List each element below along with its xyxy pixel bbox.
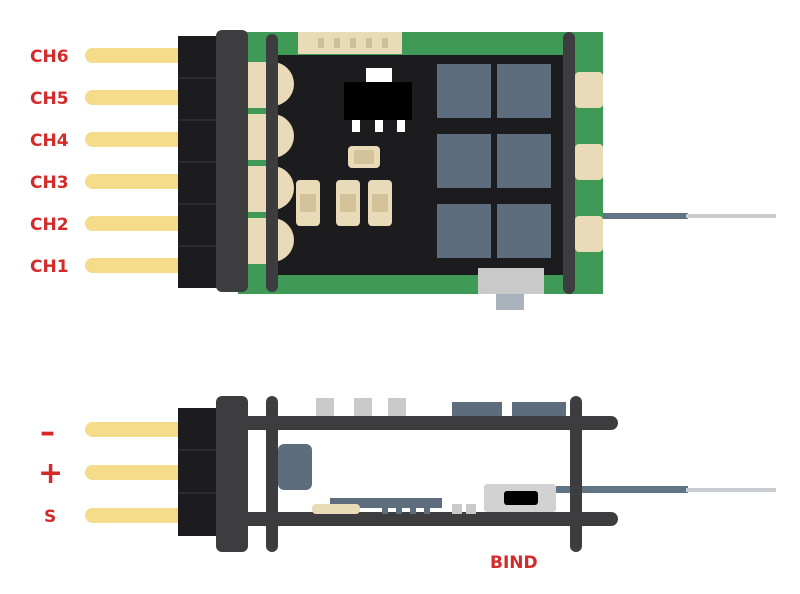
label-ch3: CH3 — [30, 173, 69, 193]
grey-pad-grid — [437, 64, 551, 258]
side-top-components — [316, 398, 406, 416]
power-pins — [85, 422, 195, 523]
top-view: CH6 CH5 CH4 CH3 CH2 CH1 — [30, 30, 776, 310]
antenna-thin-top — [686, 214, 776, 218]
channel-pins — [85, 48, 195, 273]
pin-ch6 — [85, 48, 195, 63]
right-pads — [575, 72, 603, 252]
side-grey-block — [278, 444, 312, 490]
pin-ch4 — [85, 132, 195, 147]
pin-ch2 — [85, 216, 195, 231]
label-ch2: CH2 — [30, 215, 69, 235]
side-view: – + S BIND — [38, 396, 776, 573]
lower-board — [238, 512, 618, 526]
power-labels: – + S BIND — [38, 415, 538, 573]
power-header-lines — [178, 449, 222, 494]
channel-labels: CH6 CH5 CH4 CH3 CH2 CH1 — [30, 47, 69, 277]
pin-ch1 — [85, 258, 195, 273]
side-chip-legs — [382, 506, 430, 514]
label-plus: + — [38, 456, 63, 491]
side-small-grey-1 — [452, 504, 462, 514]
regulator-tab — [366, 68, 392, 82]
upper-board — [238, 416, 618, 430]
frame-thin-bar-right — [563, 32, 575, 294]
label-ch6: CH6 — [30, 47, 69, 67]
side-beige-component — [312, 504, 360, 514]
label-bind: BIND — [490, 553, 538, 573]
side-post-right — [570, 396, 582, 552]
pin-ch5 — [85, 90, 195, 105]
regulator-legs — [352, 120, 405, 132]
label-ch1: CH1 — [30, 257, 69, 277]
side-small-grey-2 — [466, 504, 476, 514]
left-frame-bar — [216, 30, 248, 292]
pin-ch3 — [85, 174, 195, 189]
label-ch4: CH4 — [30, 131, 69, 151]
label-minus: – — [40, 415, 55, 450]
bind-switch-top — [478, 268, 544, 294]
bind-switch-button — [504, 491, 538, 505]
pin-minus — [85, 422, 195, 437]
antenna-thin-side — [686, 488, 776, 492]
left-pads — [248, 62, 270, 264]
label-signal: S — [44, 507, 56, 527]
top-connector-pins — [318, 38, 388, 48]
power-header-block — [178, 408, 222, 536]
label-ch5: CH5 — [30, 89, 69, 109]
side-post-left — [266, 396, 278, 552]
pin-signal — [85, 508, 195, 523]
frame-thin-bar-left — [266, 34, 278, 292]
side-left-frame-bar — [216, 396, 248, 552]
pin-header-lines — [178, 77, 222, 247]
side-top-pads — [452, 402, 566, 416]
side-chip-strip — [330, 498, 442, 508]
bind-switch-slider-top — [496, 294, 524, 310]
antenna-thick-top — [600, 213, 688, 219]
antenna-thick-side — [556, 486, 688, 493]
pin-plus — [85, 465, 195, 480]
regulator-body — [344, 82, 412, 120]
